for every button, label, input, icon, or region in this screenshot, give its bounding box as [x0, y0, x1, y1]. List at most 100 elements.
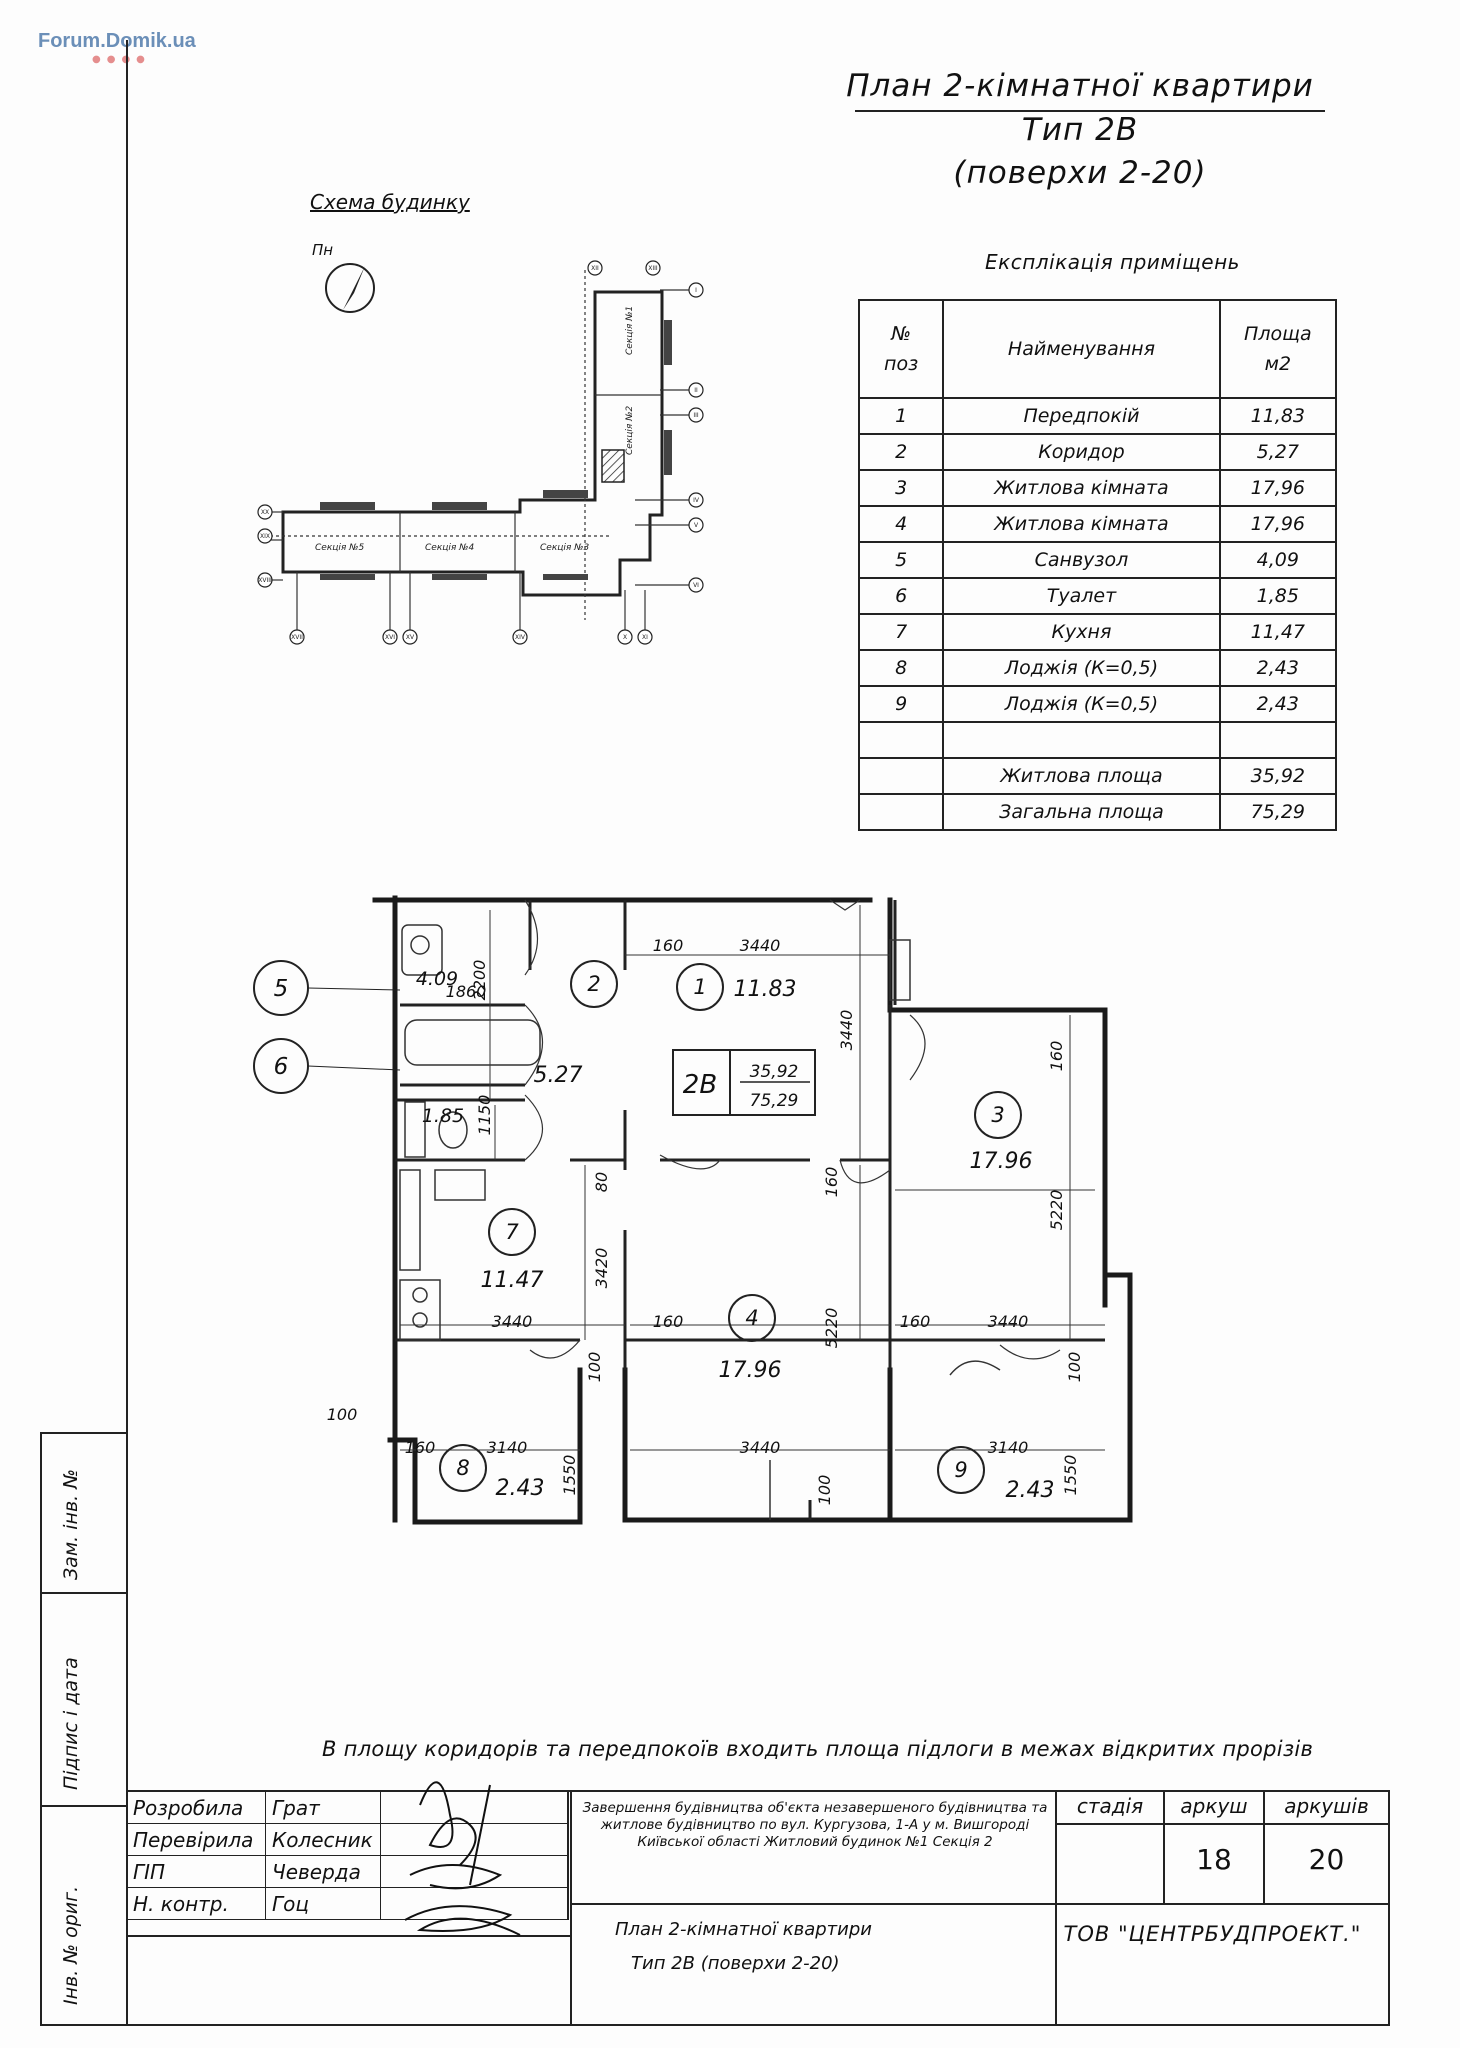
apartment-type: 2В: [683, 1070, 717, 1100]
room-1-marker: [676, 963, 724, 1011]
stamp-role: Розробила: [126, 1791, 266, 1824]
side-label-inv-orig: Інв. № ориг.: [60, 1885, 82, 2005]
floor-plan: 1 2 3 4 5 6 7 8 9 11.83 5.27 17.96 17.96…: [253, 895, 1133, 1525]
explication-cell-area: 5,27: [1218, 433, 1338, 471]
stamp-h-5: [126, 1935, 570, 1937]
dim-160: 160: [405, 1438, 436, 1457]
frame-left-border: [126, 40, 128, 2025]
header-area-text: Площа м2: [1244, 323, 1312, 375]
axis-label: XX: [261, 509, 269, 516]
room-4-marker: [728, 1294, 776, 1342]
room-3-number: 3: [991, 1103, 1004, 1127]
explication-cell-pos: 5: [857, 541, 945, 579]
axis-label: III: [693, 412, 699, 419]
explication-cell-pos: 4: [857, 505, 945, 543]
north-arrow-icon: [325, 263, 375, 313]
dim-3140: 3140: [988, 1438, 1029, 1457]
explication-header-row: № поз Найменування Площа м2: [857, 299, 1338, 399]
axis-label: XII: [591, 265, 599, 272]
north-label: Пн: [312, 241, 334, 259]
explication-cell-pos: 8: [857, 649, 945, 687]
plan-title-line1: План 2-кімнатної квартири: [846, 68, 1314, 104]
dim-100: 100: [327, 1405, 358, 1424]
explication-cell-name: Кухня: [942, 613, 1221, 651]
dim-1550: 1550: [560, 1455, 579, 1496]
explication-cell-name: Житлова кімната: [942, 505, 1221, 543]
explication-total-name: Житлова площа: [942, 757, 1221, 795]
room-5-number: 5: [274, 976, 289, 1002]
frame-bottom-border: [40, 2024, 1390, 2026]
room-9-area: 2.43: [1006, 1478, 1055, 1503]
company-name: ТОВ "ЦЕНТРБУДПРОЕКТ.": [1063, 1922, 1362, 1946]
side-divider-2: [40, 1592, 128, 1594]
explication-cell-name: Лоджія (К=0,5): [942, 685, 1221, 723]
explication-title: Експлікація приміщень: [985, 250, 1240, 274]
dim-1860: 1860: [446, 982, 487, 1001]
room-1-area: 11.83: [734, 977, 797, 1002]
explication-cell-area: 1,85: [1218, 577, 1338, 615]
schema-section-2: Секція №2: [625, 405, 635, 455]
side-divider-3: [40, 1805, 128, 1807]
dim-2200: 2200: [470, 960, 489, 1001]
sheet-title-line2: Тип 2В (поверхи 2-20): [631, 1953, 840, 1974]
axis-label: XVI: [385, 634, 395, 641]
dim-3420: 3420: [592, 1248, 611, 1289]
explication-total-area: 35,92: [1218, 757, 1338, 795]
header-area: Площа м2: [1218, 299, 1338, 399]
frame-side-column-border: [40, 1432, 42, 2025]
axis-label: IV: [693, 497, 700, 504]
explication-cell-area: 11,83: [1218, 397, 1338, 435]
sheet-title-line1: План 2-кімнатної квартири: [615, 1919, 872, 1940]
dim-160: 160: [900, 1312, 931, 1331]
axis-label: XI: [642, 634, 648, 641]
area-note: В площу коридорів та передпокоїв входить…: [322, 1737, 1314, 1761]
explication-cell-pos: [857, 757, 945, 795]
dim-160: 160: [822, 1167, 841, 1198]
sheet-title: План 2-кімнатної квартири Тип 2В (поверх…: [615, 1913, 872, 1981]
stamp-signature-cell: [380, 1791, 569, 1824]
schema-section-1: Секція №1: [625, 306, 635, 355]
axis-label: V: [694, 522, 699, 529]
explication-cell-name: Лоджія (К=0,5): [942, 649, 1221, 687]
room-3-marker: [974, 1091, 1022, 1139]
dim-1550: 1550: [1061, 1455, 1080, 1496]
axis-label: XIII: [648, 265, 658, 272]
dim-5220: 5220: [1047, 1190, 1066, 1231]
dim-1150: 1150: [475, 1095, 494, 1136]
explication-cell-pos: 9: [857, 685, 945, 723]
explication-total-name: Загальна площа: [942, 793, 1221, 831]
side-divider-1: [40, 1432, 128, 1434]
axis-label: X: [623, 634, 627, 641]
sheet-label: аркуш: [1180, 1794, 1248, 1818]
dim-100: 100: [815, 1475, 834, 1506]
room-7-marker: [488, 1208, 536, 1256]
plan-title-line3: (поверхи 2-20): [953, 155, 1207, 191]
dim-3440: 3440: [740, 1438, 781, 1457]
dim-80: 80: [592, 1172, 611, 1192]
stage-label: стадія: [1076, 1794, 1144, 1818]
axis-label: XV: [406, 634, 415, 641]
apartment-total-area: 75,29: [750, 1091, 799, 1111]
schema-section-4: Секція №4: [425, 543, 475, 553]
stamp-person: Гоц: [265, 1887, 381, 1920]
axis-label: VI: [693, 582, 699, 589]
explication-cell-pos: 2: [857, 433, 945, 471]
sheets-label: аркушів: [1284, 1794, 1369, 1818]
watermark-logo: Forum.Domik.ua: [38, 30, 196, 52]
room-7-area: 11.47: [481, 1268, 544, 1293]
title-block-right: [1388, 1790, 1390, 2026]
explication-cell-name: Коридор: [942, 433, 1221, 471]
dim-100: 100: [1065, 1352, 1084, 1383]
stamp-role: Н. контр.: [126, 1887, 266, 1920]
room-9-marker: [937, 1446, 985, 1494]
stamp-person: Грат: [265, 1791, 381, 1824]
